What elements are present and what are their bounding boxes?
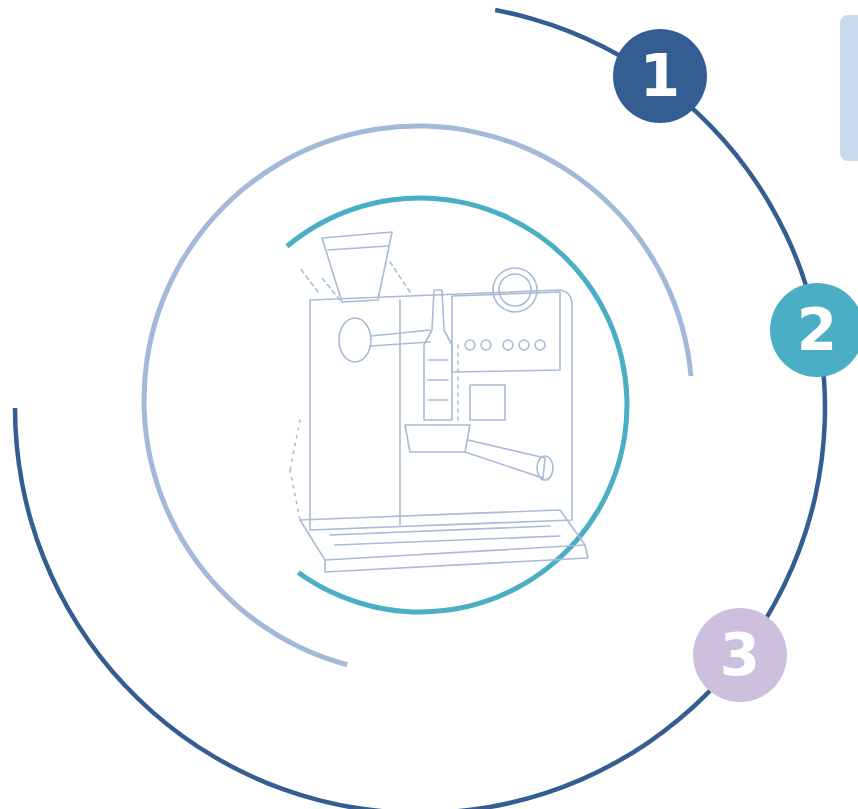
outer-arc [13, 8, 828, 809]
handle-end [537, 456, 553, 480]
text-wrap: 3 [693, 608, 787, 702]
buttons [465, 340, 545, 350]
callout-circle: 3 [693, 608, 787, 702]
funnel-rings [428, 360, 448, 400]
base-edge [325, 545, 588, 572]
text-wrap: 1 [613, 29, 707, 123]
dosing-funnel [424, 290, 452, 420]
hopper-rim [328, 246, 388, 250]
scale-marks [457, 345, 459, 420]
pressure-dial-inner [499, 274, 531, 306]
callout-circle: 1 [613, 29, 707, 123]
circle-fill [613, 29, 707, 123]
callout-circle: 2 [770, 283, 858, 377]
callout-number: 3 [720, 626, 760, 684]
portafilter-handle [465, 440, 545, 478]
sketch-guides [290, 420, 300, 520]
inner-arc [285, 196, 629, 615]
machine-body [310, 290, 572, 530]
grind-knob [339, 318, 371, 362]
grinder-arm [371, 330, 430, 346]
middle-arc [142, 123, 694, 667]
tray-grill [330, 526, 560, 545]
info-panel [840, 15, 858, 161]
callout-number: 2 [797, 301, 837, 359]
hopper-motion [300, 262, 410, 300]
drip-tray [300, 510, 585, 560]
orbit-arcs [13, 8, 828, 809]
callout-number: 1 [640, 47, 680, 105]
steam-window [470, 385, 505, 420]
pressure-dial [493, 268, 537, 312]
text-wrap: 2 [770, 283, 858, 377]
portafilter-basket [405, 425, 470, 452]
espresso-machine-sketch [290, 232, 588, 572]
circle-fill [770, 283, 858, 377]
circle-fill [693, 608, 787, 702]
